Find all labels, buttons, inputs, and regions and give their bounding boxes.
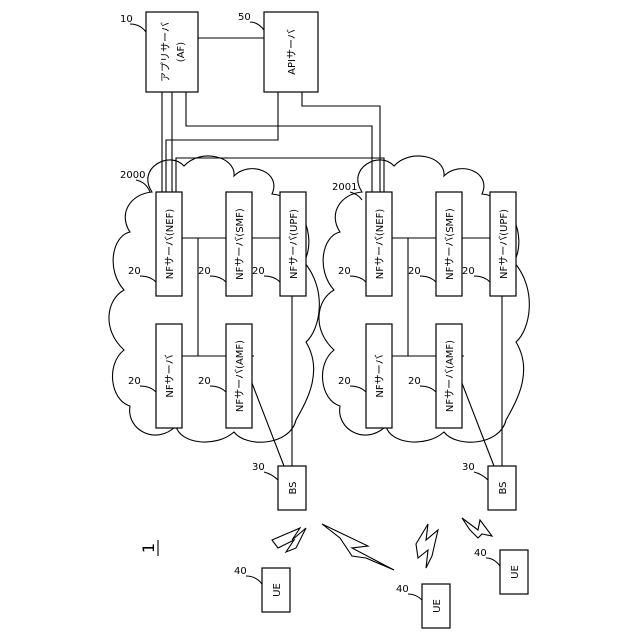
user-equipment-1: UE (262, 568, 290, 612)
node-label: NFサーバ(UPF) (498, 209, 510, 279)
ref-nef-a: 20 (128, 266, 141, 277)
ref-bs-a: 30 (252, 462, 265, 473)
app-server-label: アプリサーバ (160, 22, 172, 82)
radio-link-bolt-2 (322, 524, 394, 570)
node-label: NFサーバ(AMF) (444, 340, 456, 412)
node-label: NFサーバ(SMF) (444, 208, 456, 280)
ref-amf-a: 20 (198, 376, 211, 387)
ref-smf-a: 20 (198, 266, 211, 277)
nf-server-nef-b: NFサーバ(NEF) (366, 192, 392, 296)
base-station-a: BS (278, 466, 306, 510)
ref-network-2000: 2000 (120, 170, 145, 181)
nf-server-smf-a: NFサーバ(SMF) (226, 192, 252, 296)
ref-upf-a: 20 (252, 266, 265, 277)
radio-link-bolt-4 (462, 518, 492, 538)
node-label: NFサーバ(NEF) (164, 209, 176, 280)
ref-amf-b: 20 (408, 376, 421, 387)
nf-server-upf-b: NFサーバ(UPF) (490, 192, 516, 296)
node-label: UE (510, 565, 521, 579)
ref-bs-b: 30 (462, 462, 475, 473)
ref-ue-1: 40 (234, 566, 247, 577)
ref-app-server: 10 (120, 14, 133, 25)
api-server-label: APIサーバ (286, 29, 298, 75)
node-label: UE (272, 583, 283, 597)
app-server-af: アプリサーバ (AF) (146, 12, 198, 92)
user-equipment-2: UE (422, 584, 450, 628)
ref-network-2001: 2001 (332, 182, 357, 193)
leader-app-server (130, 24, 146, 32)
ref-api-server: 50 (238, 12, 251, 23)
nf-server-upf-a: NFサーバ(UPF) (280, 192, 306, 296)
nf-server-nef-a: NFサーバ(NEF) (156, 192, 182, 296)
nf-server-amf-b: NFサーバ(AMF) (436, 324, 462, 428)
ref-ue-2: 40 (396, 584, 409, 595)
api-server: APIサーバ (264, 12, 318, 92)
node-label: UE (432, 599, 443, 613)
nf-server-smf-b: NFサーバ(SMF) (436, 192, 462, 296)
nf-server-a: NFサーバ (156, 324, 182, 428)
figure-label: 1 (139, 543, 158, 553)
node-label: NFサーバ(NEF) (374, 209, 386, 280)
nf-server-amf-a: NFサーバ(AMF) (226, 324, 252, 428)
node-label: NFサーバ (374, 354, 386, 397)
node-label: NFサーバ (164, 354, 176, 397)
radio-link-bolt-1 (272, 528, 306, 552)
ref-smf-b: 20 (408, 266, 421, 277)
node-label: NFサーバ(UPF) (288, 209, 300, 279)
nf-server-b: NFサーバ (366, 324, 392, 428)
ref-ue-3: 40 (474, 548, 487, 559)
ref-nef-b: 20 (338, 266, 351, 277)
ref-upf-b: 20 (462, 266, 475, 277)
ref-nf-a: 20 (128, 376, 141, 387)
node-label: BS (498, 481, 509, 494)
node-label: NFサーバ(SMF) (234, 208, 246, 280)
app-server-sublabel: (AF) (176, 42, 187, 62)
user-equipment-3: UE (500, 550, 528, 594)
node-label: BS (288, 481, 299, 494)
ref-nf-b: 20 (338, 376, 351, 387)
node-label: NFサーバ(AMF) (234, 340, 246, 412)
base-station-b: BS (488, 466, 516, 510)
radio-link-bolt-3 (416, 524, 438, 568)
leader-api-server (250, 22, 264, 30)
